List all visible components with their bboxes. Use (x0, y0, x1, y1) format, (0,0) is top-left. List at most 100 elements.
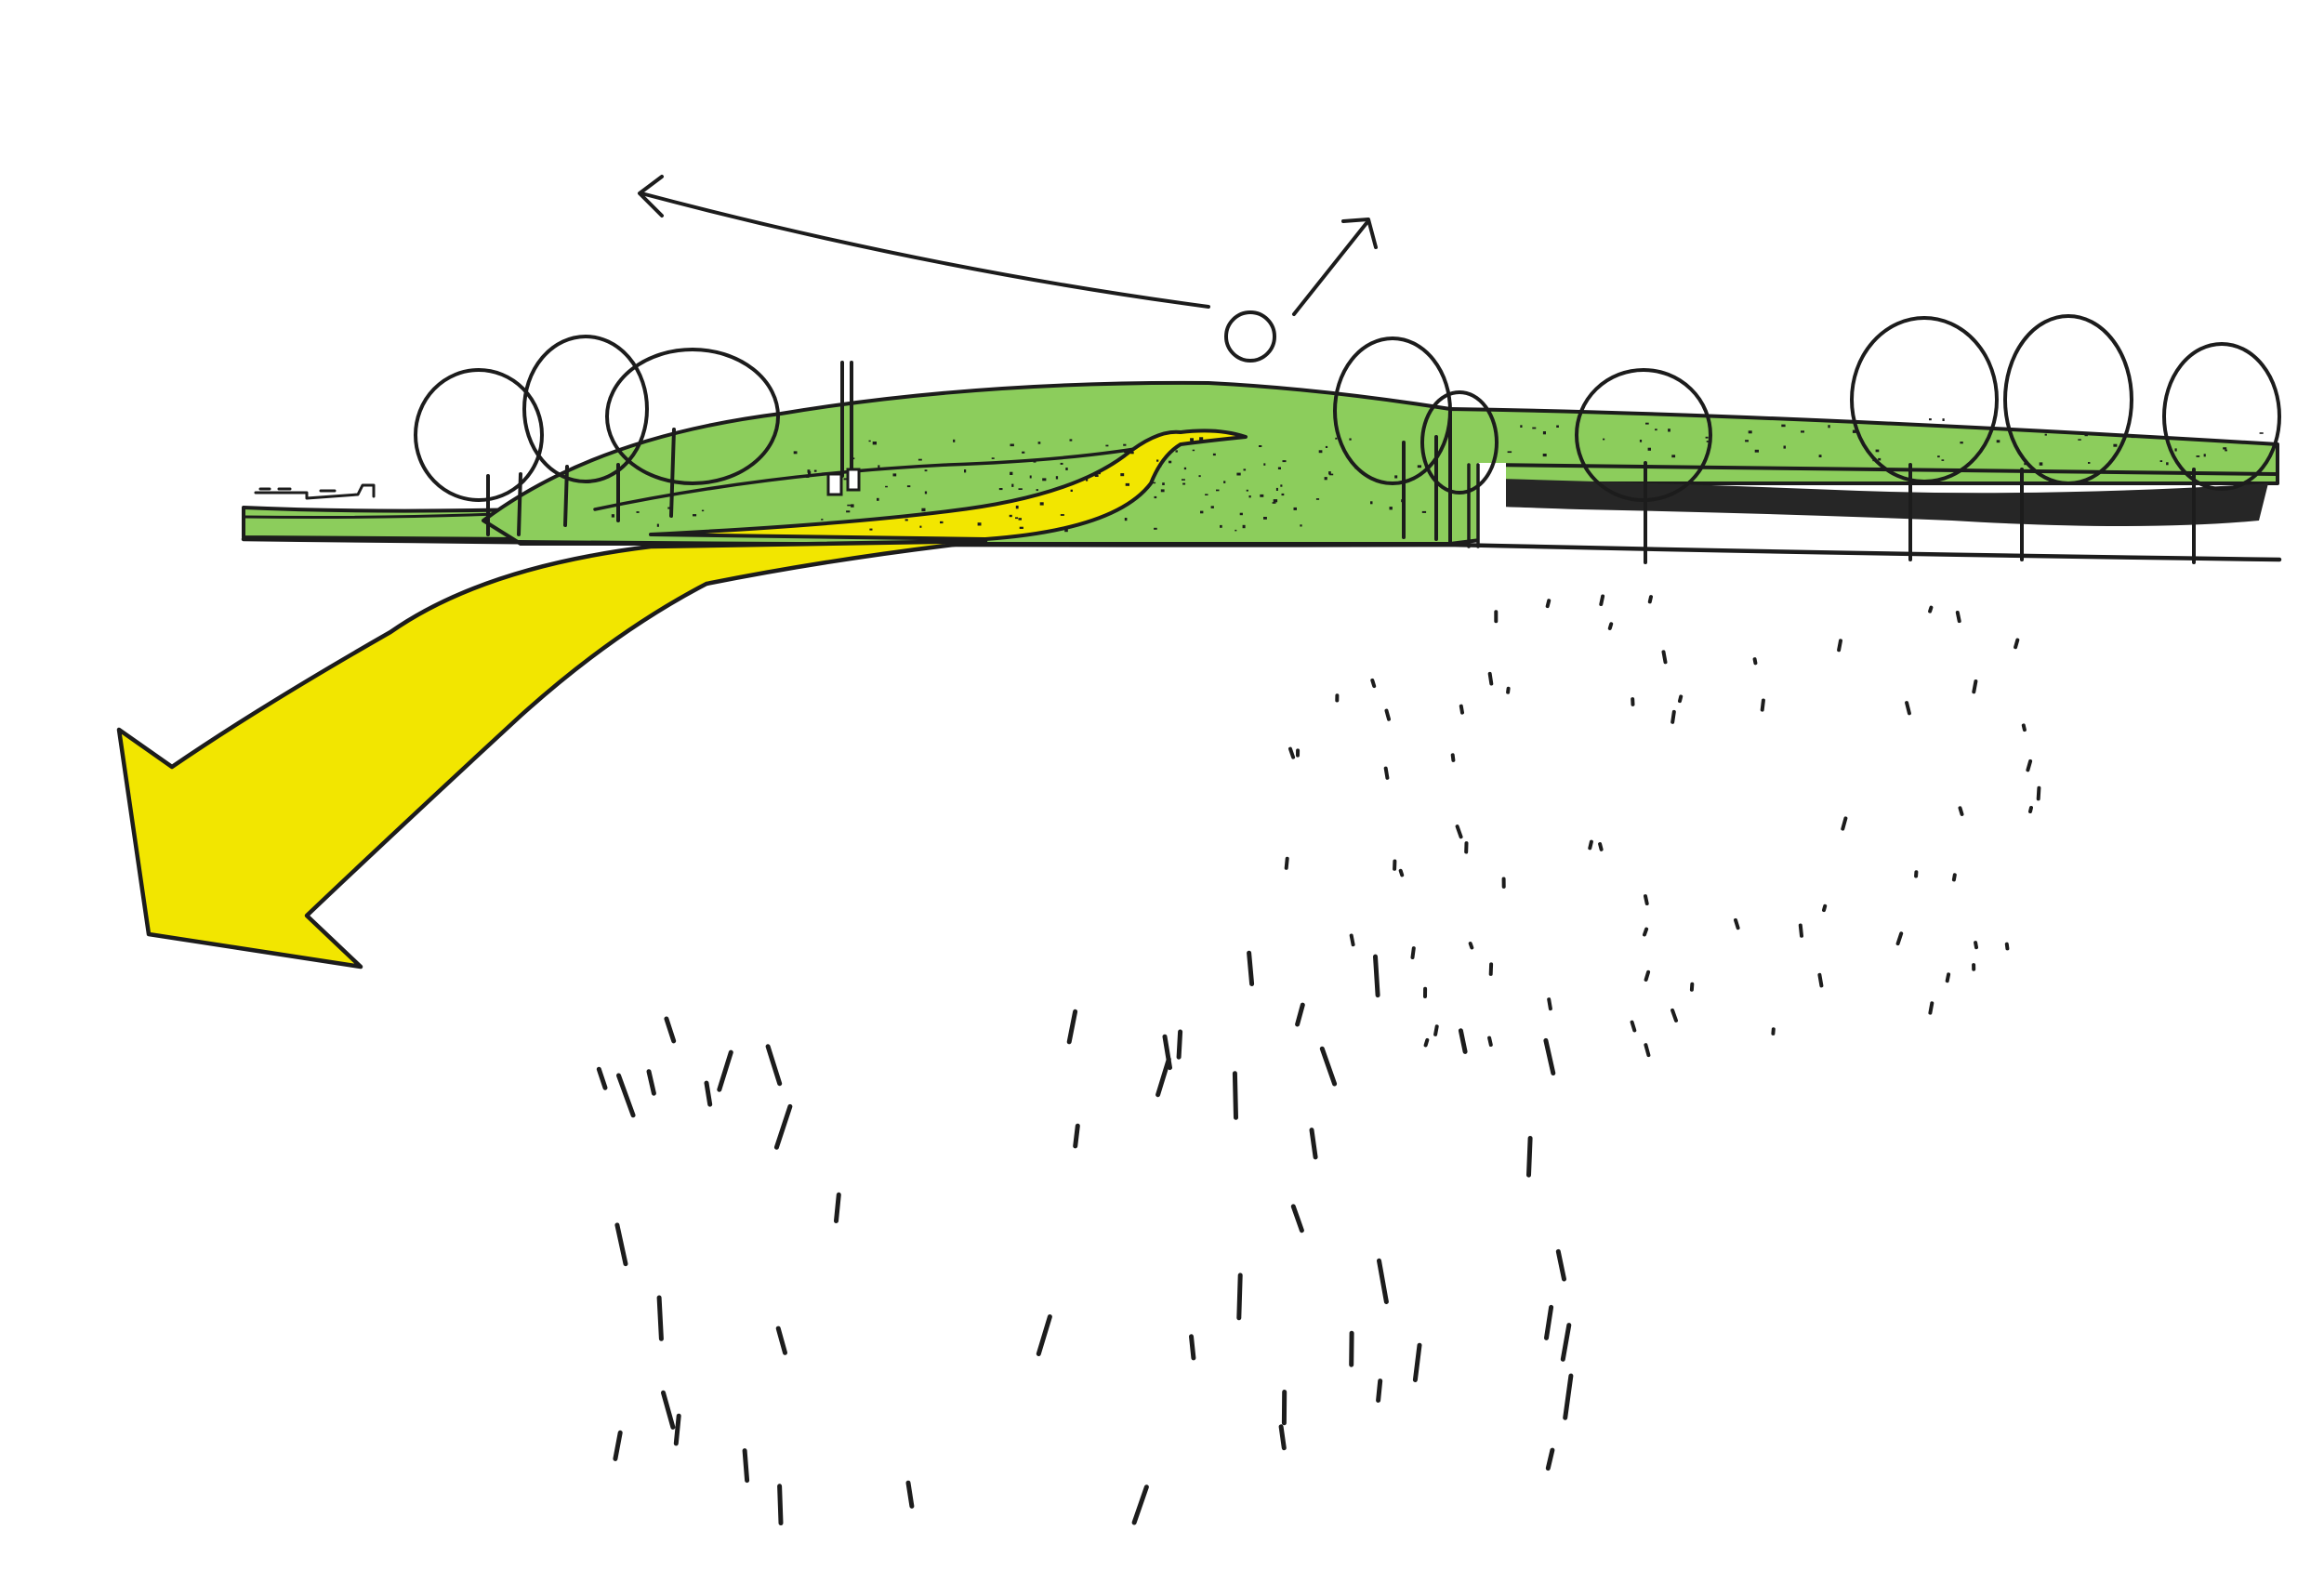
grass-stipple-dot (924, 491, 928, 495)
grass-stipple-dot (1783, 445, 1786, 449)
grass-stipple-dot (1556, 425, 1559, 428)
field-mark (1928, 605, 1934, 613)
grass-stipple-dot (2166, 462, 2169, 466)
field-mark (2021, 723, 2027, 732)
grass-stipple-dot (1389, 507, 1393, 510)
grass-stipple-dot (2174, 448, 2177, 452)
field-mark (1678, 694, 1684, 704)
grass-stipple-dot (1293, 507, 1297, 510)
field-mark (1423, 1037, 1430, 1048)
grass-stipple-dot (821, 519, 824, 521)
grass-stipple-dot (851, 504, 854, 508)
grass-stipple-dot (1246, 489, 1248, 492)
grass-stipple-dot (1263, 463, 1266, 466)
field-mark (1073, 1123, 1080, 1149)
grass-stipple-dot (2088, 462, 2091, 464)
grass-stipple-dot (805, 475, 810, 478)
green-bank-right (1448, 407, 2279, 546)
field-mark (1928, 1001, 1934, 1015)
grass-stipple-dot (1018, 488, 1023, 490)
grass-stipple-dot (1272, 502, 1276, 504)
field-mark (1155, 1057, 1171, 1098)
sun-icon (1224, 310, 1276, 363)
grass-stipple-dot (1417, 465, 1421, 468)
field-mark (1468, 942, 1474, 950)
grass-stipple-dot (1033, 460, 1037, 463)
grass-stipple-dot (1878, 457, 1882, 461)
field-mark (1398, 868, 1405, 877)
grass-stipple-dot (1520, 425, 1523, 428)
grass-stipple-dot (1818, 455, 1822, 457)
field-mark (1377, 1258, 1389, 1304)
tree-crown-7 (1850, 316, 1999, 483)
field-mark (1376, 1379, 1383, 1403)
field-mark (1543, 1037, 1556, 1075)
grass-stipple-dot (1010, 443, 1014, 447)
field-mark (1661, 650, 1668, 665)
grass-stipple-dot (1647, 447, 1651, 451)
road-line-right (1467, 463, 1480, 548)
field-mark (1647, 595, 1653, 604)
grass-stipple-dot (2113, 443, 2118, 447)
grass-stipple-dot (2084, 433, 2088, 437)
grass-stipple-dot (1248, 495, 1251, 498)
grass-stipple-dot (1088, 475, 1090, 479)
field-mark (1545, 1447, 1555, 1471)
view-arrow-icon (638, 175, 1378, 316)
grass-stipple-dot (1603, 438, 1605, 441)
tree-trunks (486, 428, 2196, 564)
grass-stipple-dot (1671, 455, 1676, 458)
grass-stipple-dot (1055, 476, 1059, 480)
grass-stipple-dot (852, 457, 855, 460)
field-mark (1644, 1043, 1651, 1058)
field-mark (1837, 639, 1842, 653)
grass-stipple-dot (869, 528, 873, 531)
tree-crown-2 (522, 335, 649, 483)
grass-stipple-dot (1162, 482, 1165, 485)
field-mark (1290, 1204, 1304, 1233)
field-mark (2004, 942, 2010, 951)
grass-stipple-dot (872, 442, 877, 445)
field-mark (1487, 1036, 1493, 1047)
grass-stipple-dot (1065, 468, 1068, 470)
grass-stipple-dot (2078, 439, 2081, 441)
grass-stipple-dot (701, 509, 705, 512)
grass-stipple-dot (1942, 418, 1945, 421)
grass-stipple-dot (843, 478, 848, 481)
field-mark (1506, 686, 1511, 694)
tree-crown-3 (605, 348, 780, 485)
grass-stipple-dot (1349, 438, 1352, 441)
grass-stipple-dot (1220, 524, 1222, 528)
grass-stipple-dot (1507, 451, 1512, 454)
field-mark (1599, 594, 1605, 606)
grass-stipple-dot (1018, 518, 1022, 521)
field-mark (1822, 904, 1828, 913)
grass-stipple-dot (1243, 468, 1247, 471)
grass-stipple-dot (877, 497, 879, 501)
field-mark (1972, 679, 1978, 694)
grass-stipple-dot (1157, 466, 1162, 468)
grass-stipple-dot (1354, 467, 1357, 469)
grass-stipple-dot (924, 469, 928, 472)
field-mark (1383, 766, 1390, 780)
grass-stipple-dot (1009, 514, 1012, 518)
field-mark (1798, 923, 1803, 938)
grass-stipple-dot (1182, 479, 1185, 481)
field-mark (1555, 1248, 1566, 1282)
grass-stipple-dot (1875, 449, 1880, 453)
grass-stipple-dot (1239, 512, 1243, 516)
field-mark (1455, 824, 1463, 839)
grass-stipple (611, 418, 2264, 533)
field-mark (1841, 816, 1848, 831)
field-mark (673, 1413, 681, 1446)
field-mark (1176, 1029, 1183, 1060)
field-mark (1644, 970, 1651, 982)
grass-stipple-dot (1070, 489, 1073, 492)
grass-stipple-dot (2203, 454, 2206, 457)
field-mark (1450, 753, 1456, 762)
grass-stipple-dot (2024, 462, 2027, 466)
bank-edge-line (1486, 463, 2279, 476)
grass-stipple-dot (1094, 474, 1099, 477)
grass-stipple-dot (1098, 472, 1101, 475)
